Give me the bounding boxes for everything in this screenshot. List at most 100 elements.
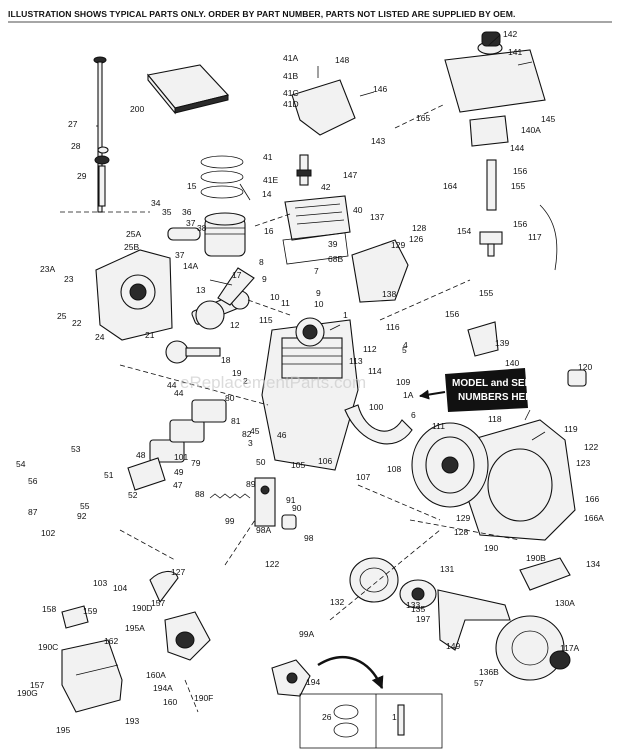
part-number-label: 115 [259,315,273,325]
part-number-label: 118 [488,414,502,424]
part-number-label: 158 [42,604,56,614]
part-number-label: 195A [125,623,145,633]
part-number-label: 146 [373,84,387,94]
part-number-label: 27 [68,119,78,129]
piston [204,212,246,257]
callout-line-2: NUMBERS HERE [458,392,539,403]
part-number-label: 42 [321,182,331,192]
head-gasket [282,232,349,265]
part-number-label: 162 [104,636,118,646]
part-number-label: 117 [528,232,542,242]
part-number-label: 15 [187,181,197,191]
starter-cup [399,579,437,609]
connecting-rod [217,267,255,306]
part-number-label: 10 [314,299,324,309]
part-number-label: 134 [586,559,600,569]
part-number-label: 24 [95,332,105,342]
alignment-line [119,529,176,561]
part-number-label: 5 [402,345,407,355]
part-number-label: 36 [182,207,192,217]
part-number-label: 129 [456,513,470,523]
leader-lines [96,34,546,441]
part-number-label: 8 [259,257,264,267]
part-number-label: 114 [368,366,382,376]
part-number-label: 119 [564,424,578,434]
part-number-label: 13 [196,285,206,295]
part-number-label: 19 [232,368,242,378]
part-number-label: 2 [243,376,248,386]
part-number-label: 26 [322,712,332,722]
alignment-line [379,279,471,321]
alignment-line [409,519,521,541]
carburetor-body [271,659,311,697]
intake-gaskets [149,399,227,463]
part-number-label: 41D [283,99,299,109]
starter-bracket [437,589,511,651]
alignment-line [119,364,269,406]
part-number-label: 190B [526,553,546,563]
part-number-label: 101 [174,452,188,462]
part-number-label: 14 [262,189,272,199]
alignment-line [224,519,256,566]
part-number-label: 166 [585,494,599,504]
part-number-label: 131 [440,564,454,574]
part-number-label: 148 [335,55,349,65]
piston-rings [200,155,244,199]
part-number-label: 135 [411,604,425,614]
part-number-label: 132 [330,597,344,607]
part-number-label: 102 [41,528,55,538]
part-number-label: 140A [521,125,541,135]
part-number-label: 105 [291,460,305,470]
part-number-label: 116 [386,322,400,332]
part-number-label: 98A [256,525,271,535]
parts-notice: ILLUSTRATION SHOWS TYPICAL PARTS ONLY. O… [8,9,516,19]
fuel-tank [444,31,546,113]
part-number-label: 23 [64,274,74,284]
intake-adapter [127,457,166,491]
part-number-label: 112 [363,344,377,354]
part-number-label: 194 [306,677,320,687]
part-number-label: 99 [225,516,235,526]
part-number-label: 144 [510,143,524,153]
part-number-label: 195 [56,725,70,735]
part-number-label: 14A [183,261,198,271]
dipstick-tube-assembly [93,56,110,213]
part-number-label: 48 [136,450,146,460]
head-bracket [291,79,356,136]
part-number-label: 122 [265,559,279,569]
part-number-label: 111 [432,421,445,431]
part-number-label: 52 [128,490,138,500]
part-number-label: 121 [510,400,524,410]
part-number-label: 104 [113,583,127,593]
part-number-label: 147 [343,170,357,180]
part-number-label: 49 [174,467,184,477]
primer-bulb [149,570,179,604]
part-number-label: 159 [83,606,97,616]
model-serial-callout: MODEL and SERIAL NUMBERS HERE [419,368,548,412]
camshaft [165,340,221,364]
part-number-label: 4 [403,340,408,350]
part-number-label: 128 [412,223,426,233]
part-number-label: 55 [80,501,90,511]
part-number-label: 190C [38,642,58,652]
alignment-line [254,213,291,227]
part-number-label: 89 [246,479,256,489]
part-number-label: 25 [57,311,67,321]
part-number-label: 91 [286,495,296,505]
part-number-label: 29 [77,171,87,181]
cylinder-block [261,317,359,471]
part-number-label: 25B [124,242,139,252]
part-number-label: 92 [77,511,87,521]
part-number-label: 82 [242,429,252,439]
governor-assembly [254,477,276,527]
part-number-label: 16 [264,226,274,236]
part-number-label: 3 [248,438,253,448]
part-number-label: 190D [132,603,152,613]
part-number-label: 53 [71,444,81,454]
cylinder-baffle [351,239,409,303]
part-number-label: 141 [508,47,522,57]
part-number-label: 166A [584,513,604,523]
part-number-label: 11 [281,298,290,308]
part-number-label: 113 [349,356,363,366]
blower-housing [464,419,576,541]
